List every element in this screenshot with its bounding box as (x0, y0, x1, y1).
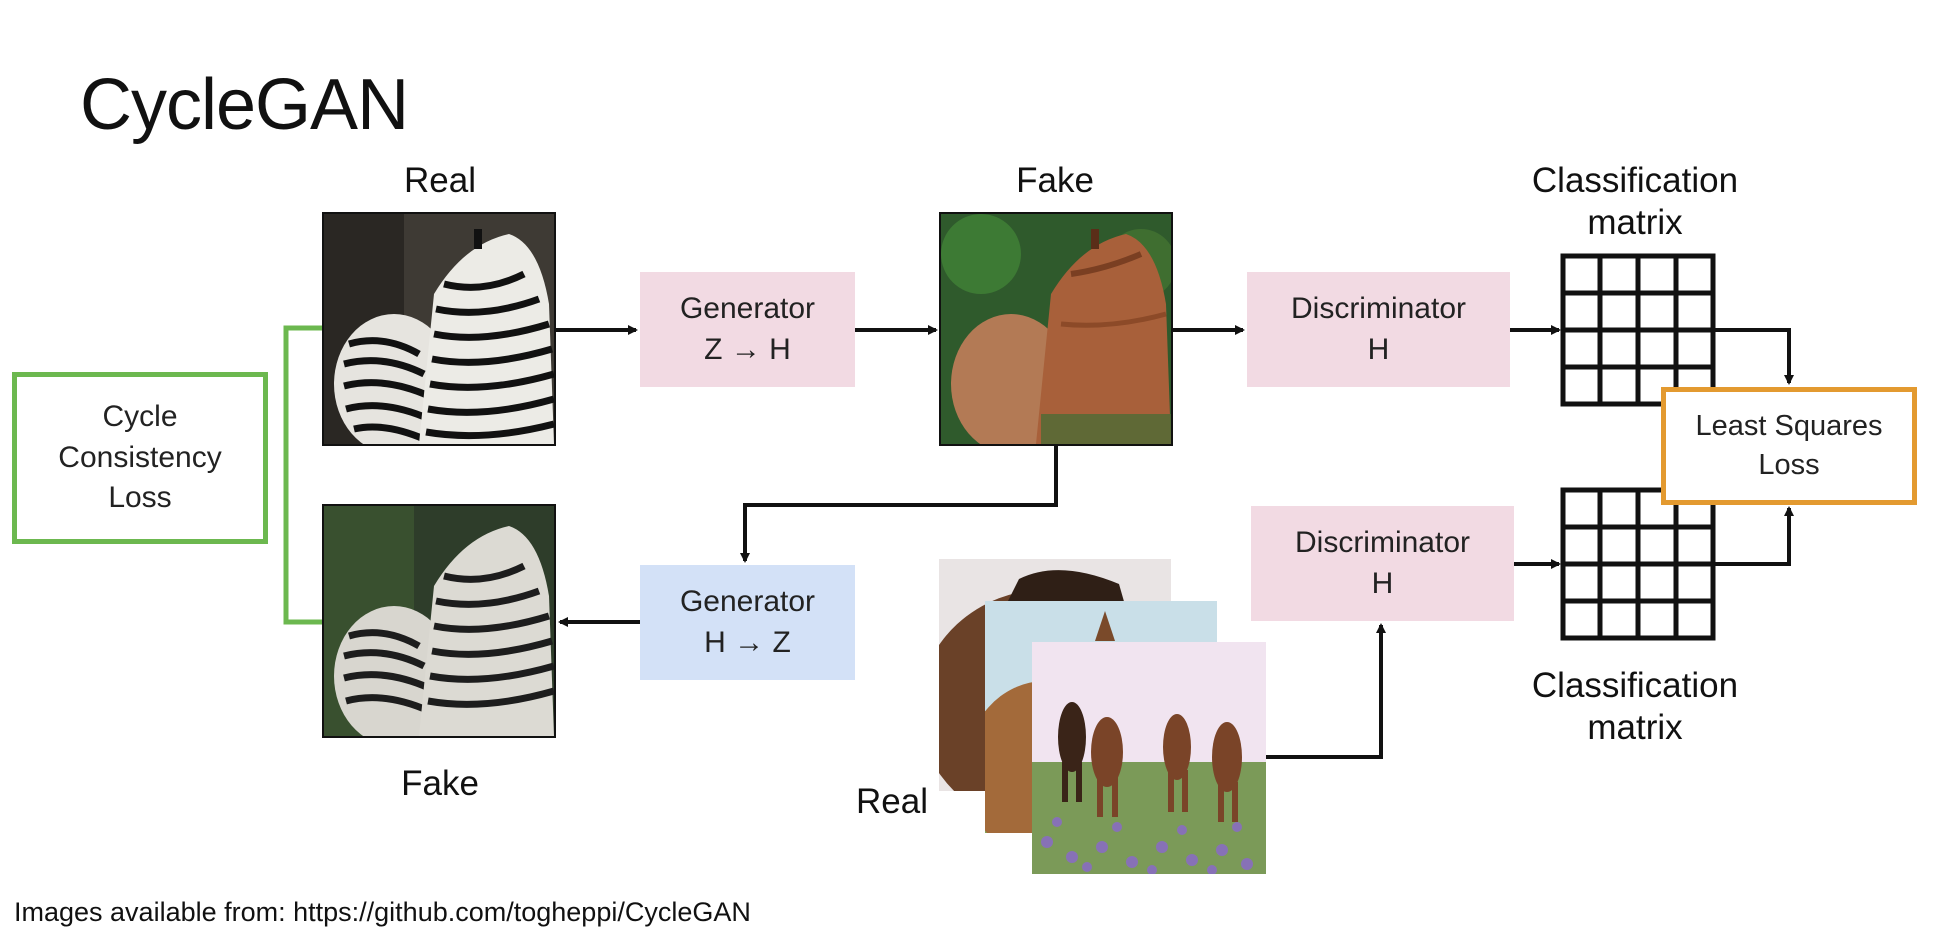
image-source-footer: Images available from: https://github.co… (14, 897, 751, 927)
horse-fake-image (939, 212, 1173, 446)
horse-real-image-front (1032, 642, 1266, 874)
label-real-top: Real (404, 161, 476, 200)
classification-matrix-bottom-grid (1560, 487, 1716, 641)
arrow-fake-to-generator-hz (740, 446, 1058, 563)
cycle-bracket (283, 325, 322, 625)
cycle-consistency-loss-box: Cycle Consistency Loss (12, 372, 268, 544)
label-fake-bottom: Fake (401, 764, 479, 803)
label-fake-top: Fake (1016, 161, 1094, 200)
arrow-matrix-bottom-to-loss (1713, 506, 1794, 566)
label-classification-matrix-top: Classification matrix (1531, 161, 1739, 242)
arrow-matrix-top-to-loss (1713, 328, 1794, 385)
zebra-fake-image (322, 504, 556, 738)
label-classification-matrix-bottom: Classification matrix (1531, 666, 1739, 747)
slide-title: CycleGAN (80, 65, 409, 145)
label-real-bottom: Real (856, 782, 928, 821)
arrow-real-horses-to-discriminator (1266, 623, 1386, 759)
zebra-real-image (322, 212, 556, 446)
classification-matrix-top-grid (1560, 253, 1716, 407)
